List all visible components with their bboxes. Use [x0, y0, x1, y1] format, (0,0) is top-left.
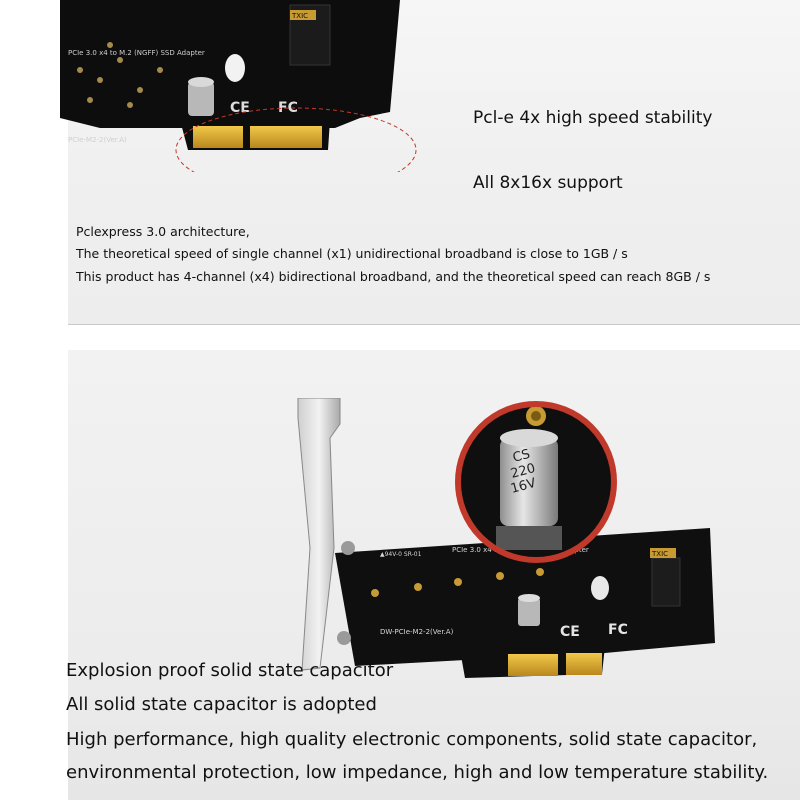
svg-text:DW-PCIe-M2-2(Ver.A): DW-PCIe-M2-2(Ver.A): [380, 628, 454, 636]
top-capacitor: [188, 77, 214, 116]
svg-text:CS: CS: [511, 447, 532, 466]
svg-text:TXIC: TXIC: [651, 550, 668, 558]
body-line-1: Pclexpress 3.0 architecture,: [76, 224, 250, 239]
gold-fingers: [193, 126, 322, 148]
capacitor-zoom-inset: CS 220 16V: [455, 401, 617, 563]
svg-text:CE: CE: [560, 624, 580, 640]
bottom-pcb-board: TXIC ▲94V-0 SR-01 PCIe 3.0 x4 to M.2 (NG…: [297, 398, 715, 678]
bottom-line-2: All solid state capacitor is adopted: [66, 694, 377, 715]
bottom-capacitor: [518, 594, 540, 626]
svg-text:PCIe 3.0 x4 to M.2 (NGFF) SSD: PCIe 3.0 x4 to M.2 (NGFF) SSD Adapter: [68, 49, 205, 57]
svg-text:220: 220: [509, 461, 537, 482]
bottom-line-4: environmental protection, low impedance,…: [66, 762, 769, 783]
body-line-3: This product has 4-channel (x4) bidirect…: [76, 269, 711, 284]
bottom-line-3: High performance, high quality electroni…: [66, 729, 758, 750]
svg-text:PCIe-M2-2(Ver.A): PCIe-M2-2(Ver.A): [68, 136, 127, 144]
svg-text:TXIC: TXIC: [291, 12, 308, 20]
svg-text:CE: CE: [230, 100, 250, 116]
headline-1: Pcl-e 4x high speed stability: [473, 108, 713, 128]
svg-text:FC: FC: [608, 622, 628, 638]
highlight-ring: [175, 107, 417, 172]
headline-2: All 8x16x support: [473, 173, 623, 193]
bottom-line-1: Explosion proof solid state capacitor: [66, 660, 394, 681]
top-pcb-board: CE FC PCIe 3.0 x4 to M.2 (NGFF) SSD Adap…: [60, 0, 417, 172]
svg-text:▲94V-0 SR-01: ▲94V-0 SR-01: [380, 551, 422, 558]
svg-text:16V: 16V: [509, 476, 538, 497]
body-line-2: The theoretical speed of single channel …: [76, 246, 628, 261]
